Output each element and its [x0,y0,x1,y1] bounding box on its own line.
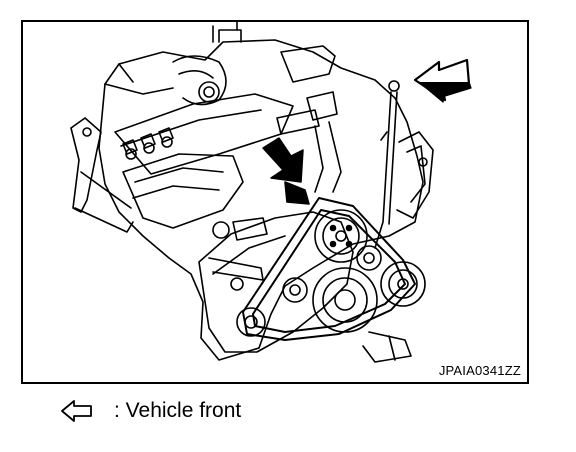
dipstick [374,80,400,249]
engine-illustration-frame: JPAIA0341ZZ [21,20,529,384]
accessory-drive-belt [242,197,416,341]
legend-text: : Vehicle front [114,399,242,422]
vehicle-front-arrow-icon [413,58,472,103]
figure-code: JPAIA0341ZZ [438,363,521,378]
mounting-bracket [70,117,134,233]
engine-illustration [70,22,472,363]
engine-block [98,22,424,361]
hollow-arrow-left-icon [60,399,94,423]
legend: : Vehicle front [60,396,241,426]
front-cover [198,211,354,353]
pulleys [236,209,426,363]
right-side-components [396,131,434,219]
location-arrow [262,137,310,205]
